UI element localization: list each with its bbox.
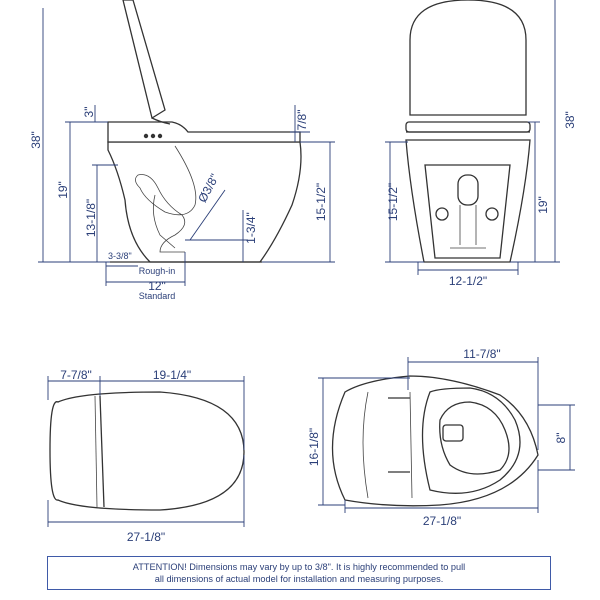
rough-in-note: Standard xyxy=(139,291,176,301)
control-button-1 xyxy=(143,133,149,139)
top-lid-seam xyxy=(99,395,105,508)
front-view-lid xyxy=(409,0,527,116)
side-view-seat xyxy=(107,121,301,143)
side-view-raised-lid xyxy=(122,0,166,120)
front-dim-38: 38" xyxy=(563,111,577,129)
top-lid-dim-7-7-8: 7-7/8" xyxy=(60,368,92,382)
top-open-dim-11-7-8: 11-7/8" xyxy=(463,347,500,361)
top-lid-outline xyxy=(49,391,245,511)
side-view-outlet xyxy=(152,194,176,249)
top-open-bowl xyxy=(439,401,510,475)
front-view: 15-1/2" 38" 19" 12-1/2" xyxy=(385,0,577,288)
rough-in-value: 12" xyxy=(148,279,166,293)
side-dim-7-8: 7/8" xyxy=(295,110,309,131)
side-dim-15-1-2: 15-1/2" xyxy=(314,183,328,221)
top-open-dim-8: 8" xyxy=(554,433,568,444)
top-lid-dim-27-1-8: 27-1/8" xyxy=(127,530,165,544)
top-open-dim-16-1-8: 16-1/8" xyxy=(307,428,321,466)
side-dim-19: 19" xyxy=(56,181,70,199)
attention-line-2: all dimensions of actual model for insta… xyxy=(154,574,444,584)
rough-in-label: Rough-in xyxy=(139,266,176,276)
top-lid-view: 7-7/8" 19-1/4" 27-1/8" xyxy=(47,368,245,544)
side-dim-13-1-8: 13-1/8" xyxy=(84,199,98,237)
side-dim-38: 38" xyxy=(29,131,43,149)
top-open-dim-27-1-8: 27-1/8" xyxy=(423,514,461,528)
front-dim-15-1-2: 15-1/2" xyxy=(386,183,400,221)
top-open-seat xyxy=(421,387,521,494)
front-view-seat xyxy=(405,121,531,133)
side-dim-1-3-4: 1-3/4" xyxy=(244,212,258,244)
front-dim-12-1-2: 12-1/2" xyxy=(449,274,487,288)
front-view-bolt-left xyxy=(435,207,449,221)
front-dim-19: 19" xyxy=(536,196,550,214)
top-open-drain xyxy=(442,424,464,442)
front-view-bolt-right xyxy=(485,207,499,221)
front-view-trap xyxy=(457,174,479,206)
attention-notice: ATTENTION! Dimensions may vary by up to … xyxy=(47,556,551,590)
front-view-interior xyxy=(424,164,511,259)
side-dim-3-3-8: 3-3/8" xyxy=(108,251,132,261)
side-dim-3: 3" xyxy=(82,107,96,118)
side-view-hinge xyxy=(151,117,171,125)
control-button-3 xyxy=(157,133,163,139)
side-view-trapway xyxy=(135,145,197,253)
top-open-view: 11-7/8" 16-1/8" 8" 27-1/8" xyxy=(307,347,575,528)
attention-line-1: ATTENTION! Dimensions may vary by up to … xyxy=(132,562,466,572)
control-button-2 xyxy=(150,133,156,139)
side-view: 38" 3" 19" 13-1/8" 3-3/8" Rough-in 12" S… xyxy=(29,0,335,301)
top-lid-dim-19-1-4: 19-1/4" xyxy=(153,368,191,382)
